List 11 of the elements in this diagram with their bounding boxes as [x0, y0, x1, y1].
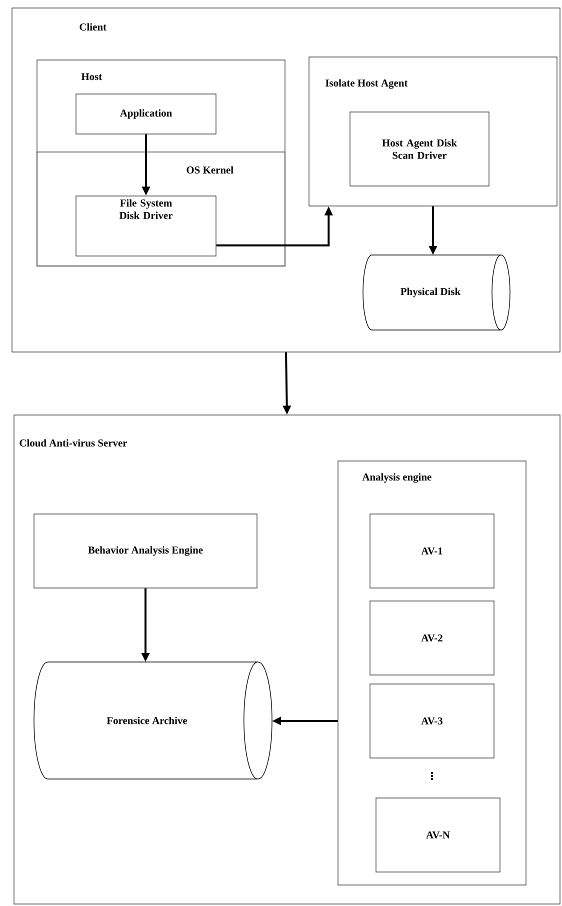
- ellipsis: ⋮: [431, 772, 433, 780]
- process-box: Application: [76, 94, 216, 134]
- process-box: AV-2: [370, 600, 494, 676]
- process-box: AV-N: [376, 798, 500, 872]
- process-box: Behavior Analysis Engine: [34, 514, 258, 588]
- process-box: Host Agent Disk Scan Driver: [350, 112, 490, 186]
- process-box: File System Disk Driver: [76, 196, 216, 256]
- storage-cylinder: Forensice Archive: [34, 662, 272, 780]
- storage-cylinder: Physical Disk: [362, 254, 510, 330]
- process-box: AV-1: [370, 514, 494, 588]
- process-box: AV-3: [370, 684, 494, 758]
